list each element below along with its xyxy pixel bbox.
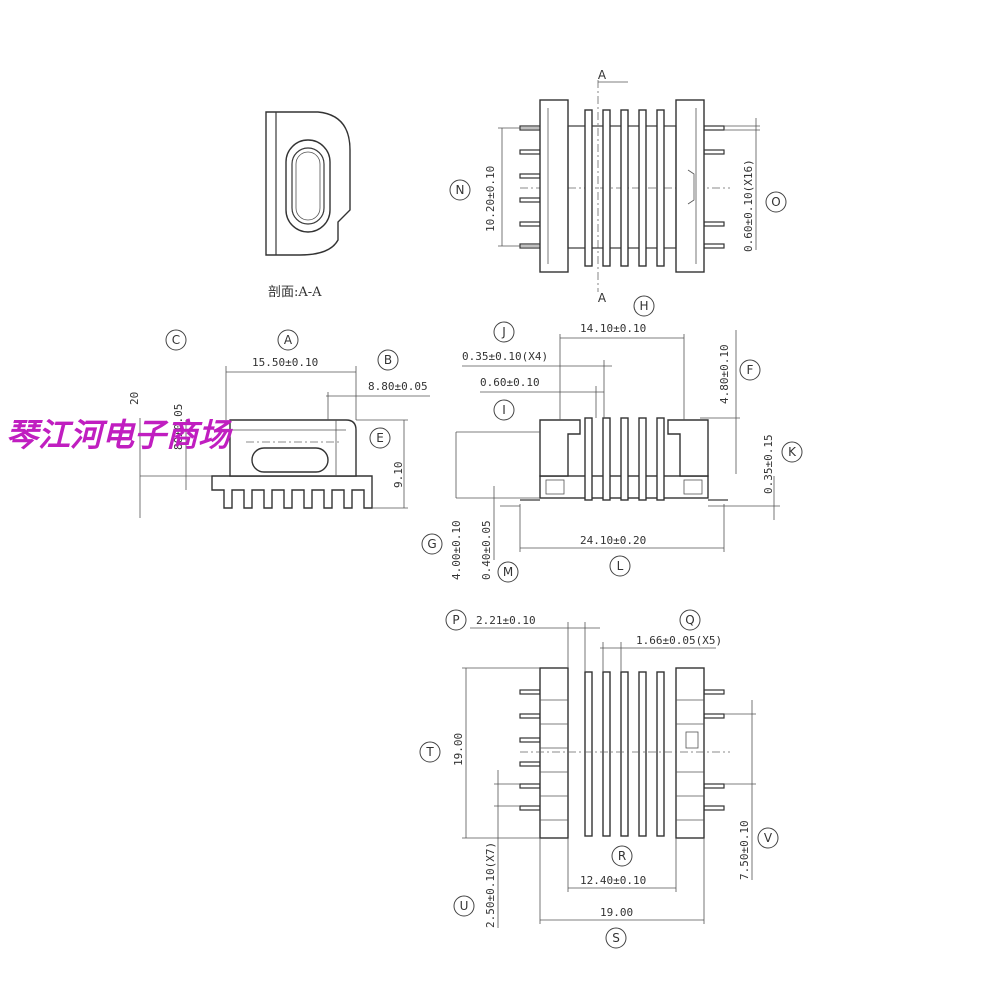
dim-c2: 20 xyxy=(128,392,141,405)
section-marker-top: A xyxy=(598,68,607,82)
label-k: K xyxy=(788,445,797,459)
label-j: J xyxy=(501,325,506,339)
section-view-aa: 剖面:A-A xyxy=(265,111,351,300)
label-q: Q xyxy=(685,613,694,627)
dim-k: 0.35±0.15 xyxy=(762,434,775,494)
dim-q: 1.66±0.05(X5) xyxy=(636,634,722,647)
dim-r: 12.40±0.10 xyxy=(580,874,646,887)
dim-l: 24.10±0.20 xyxy=(580,534,646,547)
label-l: L xyxy=(617,559,624,573)
label-b: B xyxy=(384,353,392,367)
section-marker-bottom: A xyxy=(598,291,607,305)
dim-g: 4.00±0.10 xyxy=(450,520,463,580)
dim-c: 80±0.05 xyxy=(172,404,185,450)
label-r: R xyxy=(618,849,626,863)
label-o: O xyxy=(771,195,780,209)
dim-s: 19.00 xyxy=(600,906,633,919)
label-c: C xyxy=(172,333,180,347)
label-m: M xyxy=(503,565,513,579)
label-v: V xyxy=(764,831,773,845)
label-i: I xyxy=(502,403,506,417)
dim-e: 9.10 xyxy=(392,462,405,489)
dim-n: 10.20±0.10 xyxy=(484,166,497,232)
dim-i: 0.60±0.10 xyxy=(480,376,540,389)
dim-p: 2.21±0.10 xyxy=(476,614,536,627)
front-view xyxy=(455,330,780,560)
dim-j: 0.35±0.10(X4) xyxy=(462,350,548,363)
dim-b: 8.80±0.05 xyxy=(368,380,428,393)
section-caption: 剖面:A-A xyxy=(268,285,322,300)
dimension-texts: 15.50±0.10 8.80±0.05 80±0.05 20 9.10 10.… xyxy=(128,159,775,928)
label-t: T xyxy=(425,745,434,759)
label-g: G xyxy=(427,537,436,551)
bottom-view xyxy=(462,622,756,928)
dim-v: 7.50±0.10 xyxy=(738,820,751,880)
side-view xyxy=(139,366,430,518)
dim-o: 0.60±0.10(X16) xyxy=(742,159,755,252)
watermark-text: 琴江河电子商场 xyxy=(6,416,233,454)
label-p: P xyxy=(452,613,459,627)
circled-labels: A B C E N O H J I F K G M L P Q T U R S … xyxy=(165,179,803,949)
dim-h: 14.10±0.10 xyxy=(580,322,646,335)
label-n: N xyxy=(456,183,465,197)
top-view: A A xyxy=(498,68,760,305)
label-s: S xyxy=(612,931,620,945)
label-u: U xyxy=(460,899,469,913)
label-f: F xyxy=(747,363,754,377)
label-h: H xyxy=(639,299,648,313)
dim-t: 19.00 xyxy=(452,733,465,766)
dim-m: 0.40±0.05 xyxy=(480,520,493,580)
dim-f: 4.80±0.10 xyxy=(718,344,731,404)
dim-u: 2.50±0.10(X7) xyxy=(484,842,497,928)
dim-a: 15.50±0.10 xyxy=(252,356,318,369)
label-a: A xyxy=(284,333,293,347)
label-e: E xyxy=(376,431,384,445)
